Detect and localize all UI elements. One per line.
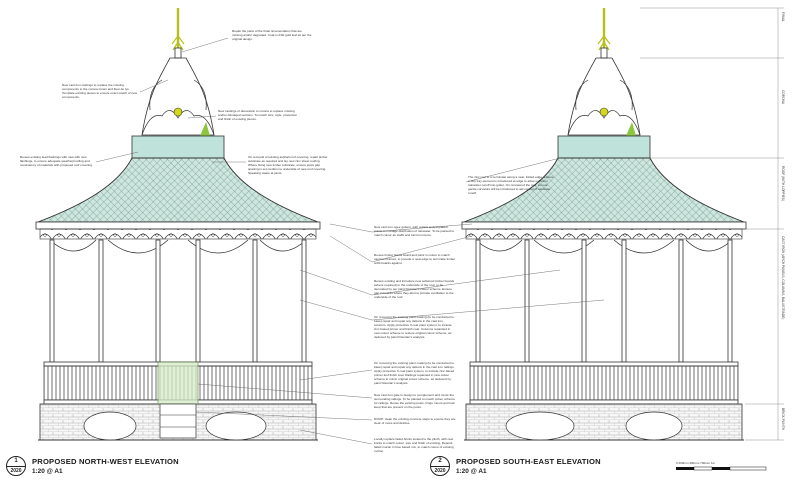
note-zinc-roof: The zinc roof is to terminate along a ne… [468, 175, 554, 195]
level-label-finial: FINIAL [781, 12, 785, 22]
note-lead-flashings: Renew existing lead flashings with new w… [20, 155, 93, 167]
title-block-south-east: 2 2020 PROPOSED SOUTH-EAST ELEVATION 1:2… [430, 456, 601, 476]
scale-bar [676, 466, 767, 471]
note-gutters: New cast iron ogee gutters, with outlets… [374, 225, 455, 237]
drawing-title: PROPOSED SOUTH-EAST ELEVATION [456, 457, 601, 466]
level-lines [640, 7, 784, 441]
level-label-corona: CORONA [781, 90, 785, 104]
note-corona-castings: New cast iron castings to replace the mi… [62, 83, 137, 99]
south-east-elevation [460, 6, 748, 442]
title-block-north-west: 1 2020 PROPOSED NORTH-WEST ELEVATION 1:2… [6, 456, 179, 476]
drawing-number-badge: 2 2020 [430, 456, 450, 476]
note-roof-covering: On removal of existing asphalt roof cove… [248, 155, 328, 175]
drawing-number-badge: 1 2020 [6, 456, 26, 476]
note-fascia: Renew timber fascia board and paint in c… [374, 253, 456, 265]
note-soffit-boards: Renew existing and introduce new softwoo… [374, 279, 455, 299]
level-label-cast-iron: CAST IRON (ARCH PANELS, COLUMNS, BALUSTR… [781, 236, 785, 320]
note-railings: On removing the existing paint coating (… [374, 361, 455, 385]
level-label-brick-plinth: BRICK PLINTH [781, 408, 785, 430]
scale-bar-labels: 0 200mm 300mm 700mm 1m [676, 461, 716, 465]
drawing-scale: 1:20 @ A1 [456, 468, 487, 475]
note-gate: New cast iron gate is design to compleme… [374, 393, 455, 409]
drawing-scale: 1:20 @ A1 [32, 468, 63, 475]
note-finial: Repair the parts of the finial ornamenta… [232, 29, 312, 41]
drawing-title: PROPOSED NORTH-WEST ELEVATION [32, 457, 179, 466]
note-bricks: Locally replace failed bricks located to… [374, 437, 454, 453]
leader-lines [95, 37, 605, 445]
note-corona-decoration: New castings of decoration to corona to … [218, 109, 298, 121]
north-west-elevation [34, 6, 322, 442]
note-columns: On removing the existing paint coating (… [374, 315, 454, 339]
note-steps: DOOP: clean the existing concrete steps … [374, 417, 456, 425]
level-label-roof: ROOF (WITH LOPPIES) [781, 166, 785, 201]
